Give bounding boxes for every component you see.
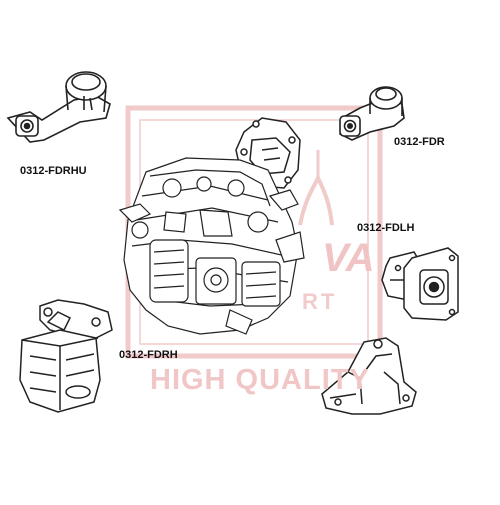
torque-rod-mount-top-left (6, 71, 111, 143)
engine-assembly (118, 157, 305, 335)
engine-mount-right (381, 247, 459, 321)
engine-bracket-bottom-right (321, 337, 417, 415)
torque-rod-mount-top-right (339, 86, 405, 141)
watermark-tagline: HIGH QUALITY (150, 364, 370, 396)
part-number-label: 0312-FDRH (119, 349, 178, 361)
watermark-brand-fragment: VA (322, 236, 375, 280)
part-number-label: 0312-FDR (394, 136, 445, 148)
watermark-sub-fragment: RT (302, 289, 338, 314)
part-number-label: 0312-FDLH (357, 222, 415, 234)
engine-mount-bottom-left (19, 299, 113, 413)
part-number-label: 0312-FDRHU (20, 165, 87, 177)
